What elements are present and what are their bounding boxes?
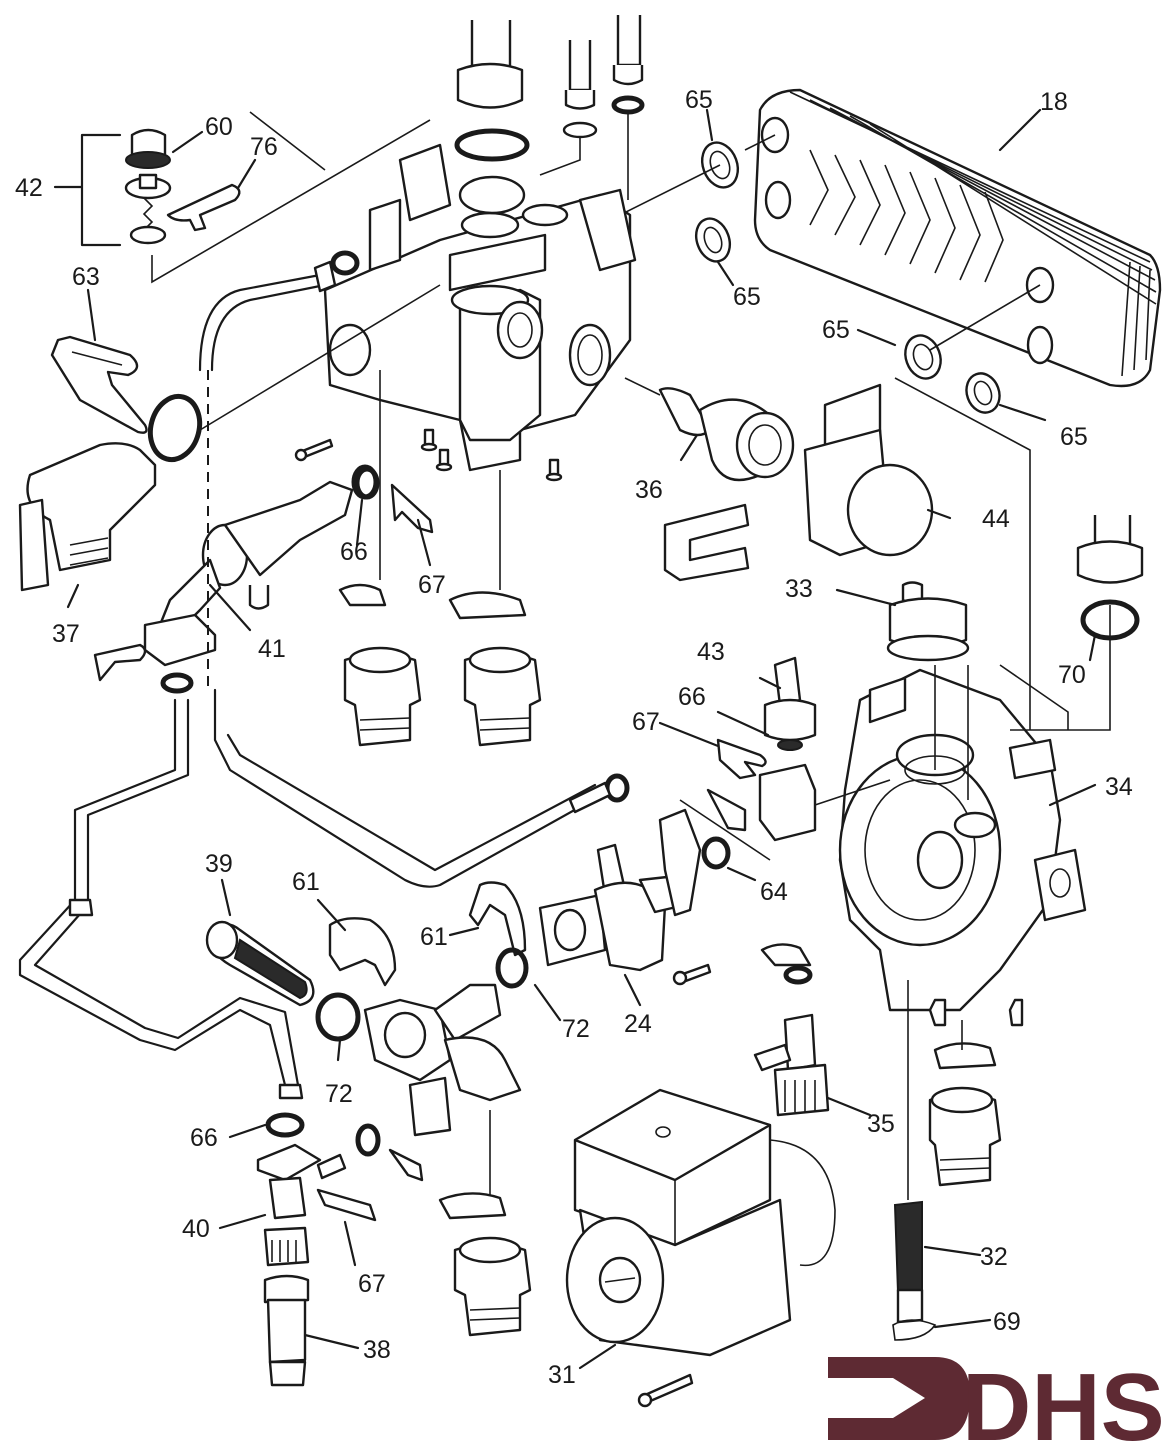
pressure-sensor-43 [604,656,891,861]
callout-67-c: 67 [358,1270,386,1298]
filter-39 [205,920,529,1042]
screws-top [294,428,563,482]
callout-70: 70 [1058,661,1086,689]
callout-38: 38 [363,1336,391,1364]
gauge-connection-41 [93,464,379,694]
callout-66-c: 66 [190,1124,218,1152]
diverter-valve-body [323,143,637,472]
callout-61-a: 61 [292,868,320,896]
pump-31 [565,1088,836,1408]
diverter-motor-44 [803,383,934,557]
drain-cock-35 [753,943,830,1117]
callout-66-b: 66 [678,683,706,711]
heat-exchanger-18 [753,88,1162,388]
callout-labels: 18 60 76 42 63 65 65 65 65 36 44 37 66 6… [15,86,1133,1389]
callout-35: 35 [867,1110,895,1138]
callout-64: 64 [760,878,788,906]
callout-67-a: 67 [418,571,446,599]
air-vent-33 [886,581,1069,800]
safety-valve-group [18,284,441,592]
callout-65-a: 65 [685,86,713,114]
callout-66-a: 66 [340,538,368,566]
flow-sensor-24 [328,808,731,987]
callout-72-a: 72 [325,1080,353,1108]
callout-61-b: 61 [420,923,448,951]
washer-70-group [1010,515,1144,731]
filter-cartridge-32 [892,980,937,1341]
dhs-logo: DHS [828,1354,1164,1450]
callout-44: 44 [982,505,1010,533]
seal-65-group [599,134,1041,730]
callout-32: 32 [980,1243,1008,1271]
callout-41: 41 [258,635,286,663]
callout-69: 69 [993,1308,1021,1336]
logo-text: DHS [962,1354,1164,1450]
leader-lines [66,108,1097,1370]
callout-31: 31 [548,1361,576,1389]
callout-65-c: 65 [822,316,850,344]
top-connectors [454,15,645,215]
callout-63: 63 [72,263,100,291]
callout-67-b: 67 [632,708,660,736]
callout-18: 18 [1040,88,1068,116]
filling-valve-40 [256,1112,377,1387]
left-pipe [18,698,304,1100]
callout-65-d: 65 [1060,423,1088,451]
callout-36: 36 [635,476,663,504]
connecting-pipe [198,250,612,888]
callout-42: 42 [15,174,43,202]
callout-65-b: 65 [733,283,761,311]
callout-72-b: 72 [562,1015,590,1043]
callout-24: 24 [624,1010,652,1038]
callout-39: 39 [205,850,233,878]
center-fittings [338,370,542,747]
diverter-cartridge-36 [624,377,795,582]
callout-76: 76 [250,133,278,161]
right-union [928,998,1024,1187]
callout-60: 60 [205,113,233,141]
logo-arrow-icon [828,1357,970,1440]
callout-34: 34 [1105,773,1133,801]
tee-fitting [355,983,532,1337]
callout-40: 40 [182,1215,210,1243]
callout-33: 33 [785,575,813,603]
pump-housing-34 [838,668,1087,1012]
callout-37: 37 [52,620,80,648]
callout-43: 43 [697,638,725,666]
